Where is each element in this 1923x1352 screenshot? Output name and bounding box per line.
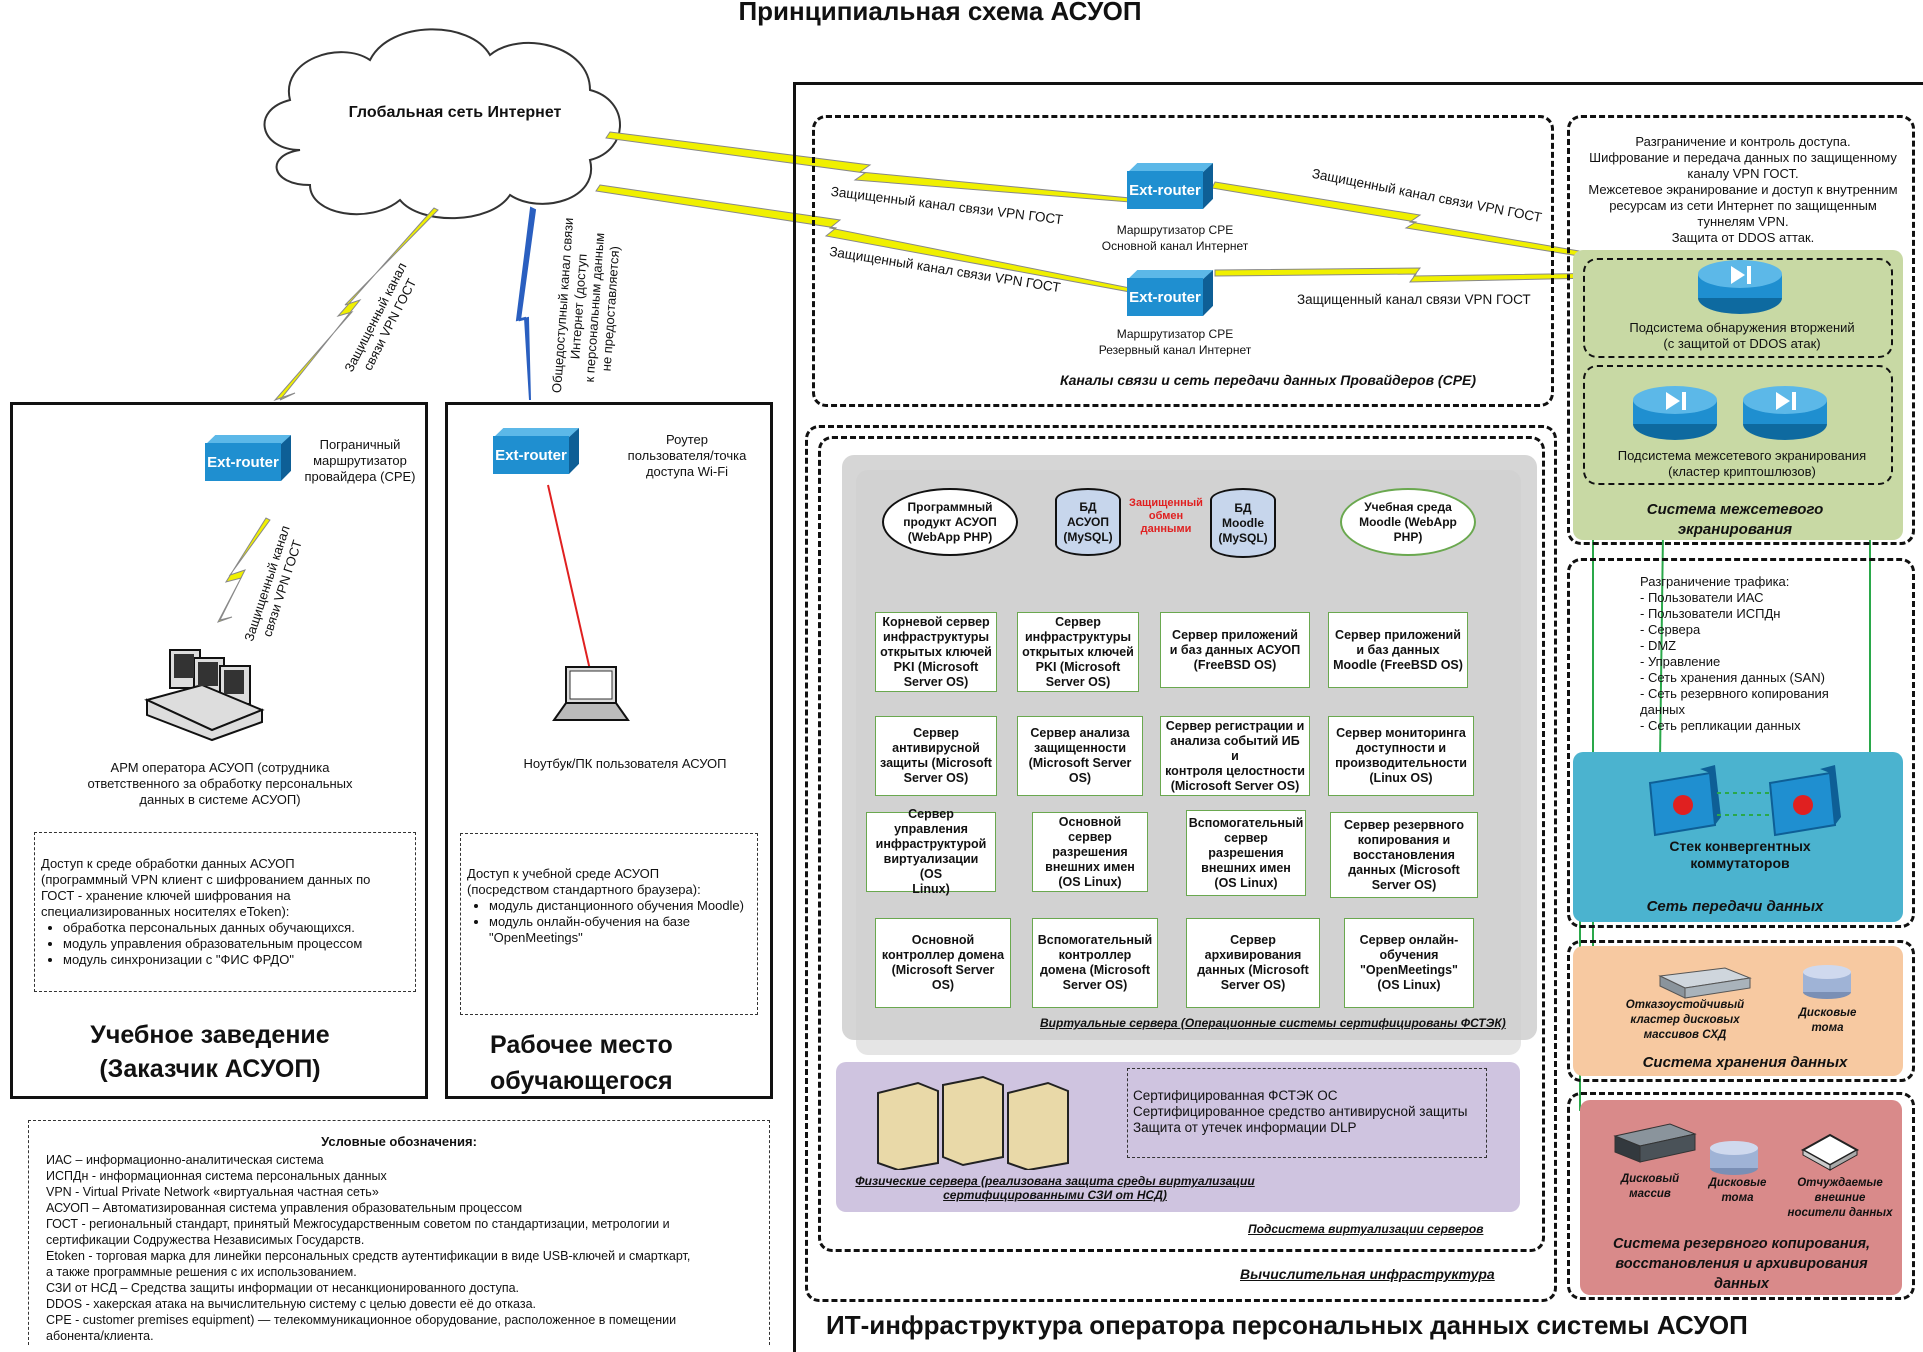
access-left-text: Доступ к среде обработки данных АСУОП(пр… xyxy=(41,856,413,968)
access-right-box xyxy=(460,833,758,1015)
network-outer-box xyxy=(1567,558,1915,928)
cpe-main-router-icon: Ext-router xyxy=(1127,163,1213,209)
virtualization-box xyxy=(818,436,1545,1252)
access-left-box xyxy=(34,832,416,992)
disk-array-icon xyxy=(1613,1123,1697,1163)
storage-caption: Система хранения данных xyxy=(1642,1054,1848,1071)
providers-box xyxy=(812,115,1554,407)
virt-subsystem-caption: Подсистема виртуализации серверов xyxy=(1248,1222,1484,1236)
workstation-icon xyxy=(144,649,265,742)
legend-title: Условные обозначения: xyxy=(321,1134,477,1149)
storage-outer-box xyxy=(1567,940,1915,1082)
switch-stack-icon xyxy=(1648,765,1841,837)
it-title: ИТ-инфраструктура оператора персональных… xyxy=(826,1310,1748,1340)
workplace-box xyxy=(445,402,773,1099)
traffic-list: Разграничение трафика:- Пользователи ИАС… xyxy=(1640,574,1829,733)
firewall-outer-box xyxy=(1567,115,1915,545)
cloud-icon xyxy=(263,28,621,220)
backup-outer-box xyxy=(1567,1092,1915,1300)
network-blue-zone xyxy=(1573,752,1903,922)
virtual-servers-caption: Виртуальные сервера (Операционные систем… xyxy=(1040,1016,1506,1030)
access-right-text: Доступ к учебной среде АСУОП(посредством… xyxy=(467,866,752,946)
backup-caption: Система резервного копирования,восстанов… xyxy=(1612,1236,1871,1292)
border-router-icon: Ext-router xyxy=(205,435,291,481)
laptop-label: Ноутбук/ПК пользователя АСУОП xyxy=(523,756,727,771)
crypto-gateway-1-icon xyxy=(1633,386,1717,440)
ids-label: Подсистема обнаружения вторжений(с защит… xyxy=(1629,320,1855,351)
disk-volumes-2-icon xyxy=(1710,1141,1758,1175)
laptop-icon xyxy=(552,666,630,721)
server-openmeetings: Сервер онлайн-обучения"OpenMeetings"(OS … xyxy=(1344,918,1474,1008)
physical-caption: Физические сервера (реализована защита с… xyxy=(855,1174,1255,1202)
cpe-reserve-router-icon: Ext-router xyxy=(1127,270,1213,316)
network-caption: Сеть передачи данных xyxy=(1646,898,1824,915)
removable-media-icon xyxy=(1800,1133,1860,1171)
firewall-description: Разграничение и контроль доступа.Шифрова… xyxy=(1588,134,1898,245)
lightning-blue-icon xyxy=(515,206,537,401)
wifi-router-icon: Ext-router xyxy=(493,428,579,474)
fw-cluster-label: Подсистема межсетевого экранирования(кла… xyxy=(1617,448,1867,479)
page-title: Принципиальная схема АСУОП xyxy=(738,0,1142,26)
legend-box xyxy=(28,1120,770,1345)
ids-box xyxy=(1583,258,1893,358)
disk-volumes-icon xyxy=(1803,965,1851,999)
crypto-gateway-2-icon xyxy=(1743,386,1827,440)
customer-title: Учебное заведение(Заказчик АСУОП) xyxy=(90,1021,330,1083)
fw-cluster-box xyxy=(1583,365,1893,485)
ids-device-icon xyxy=(1698,260,1782,314)
customer-box xyxy=(10,402,428,1099)
it-infrastructure-box xyxy=(793,82,1923,1352)
providers-caption: Каналы связи и сеть передачи данных Пров… xyxy=(1060,372,1477,388)
physical-servers-icon xyxy=(877,1075,1069,1170)
compute-caption: Вычислительная инфраструктура xyxy=(1240,1266,1495,1282)
cloud-label: Глобальная сеть Интернет xyxy=(348,104,562,121)
physical-info-box xyxy=(1127,1068,1487,1158)
storage-orange-zone xyxy=(1573,946,1903,1076)
compute-box xyxy=(805,425,1557,1302)
db-asuop-icon: БД АСУОП(MySQL) xyxy=(1055,488,1121,556)
legend-list: ИАС – информационно-аналитическая систем… xyxy=(46,1153,691,1343)
storage-cluster-icon xyxy=(1658,967,1752,999)
vpn-label-4: Защищенный канал связи VPN ГОСТ xyxy=(1297,292,1531,307)
